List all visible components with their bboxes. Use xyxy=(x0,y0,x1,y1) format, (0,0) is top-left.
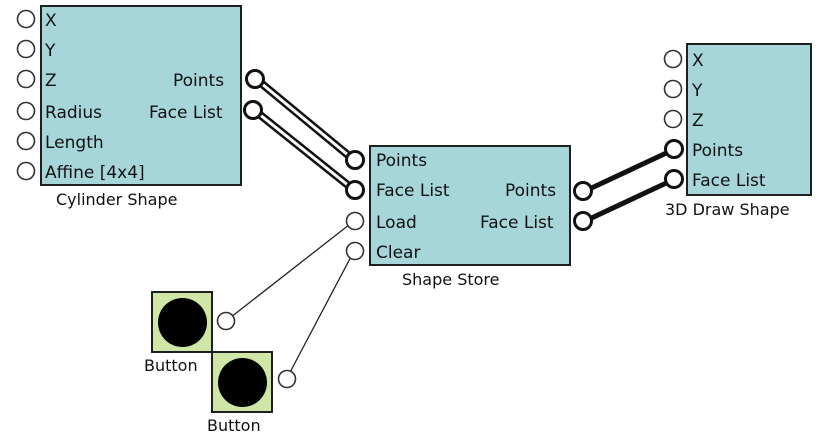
store-pin-points-in[interactable] xyxy=(345,150,365,170)
draw-pin-x[interactable] xyxy=(663,49,683,69)
cylinder-shape-title: Cylinder Shape xyxy=(56,190,178,209)
wire-store-facelist-to-draw-facelist[interactable] xyxy=(581,175,679,225)
cylinder-pin-length[interactable] xyxy=(16,131,36,151)
wire-button2-to-store-clear[interactable] xyxy=(286,250,355,379)
button-block-2[interactable] xyxy=(211,351,273,413)
cylinder-pin-z[interactable] xyxy=(16,69,36,89)
button-2-title: Button xyxy=(207,416,261,435)
button-1-title: Button xyxy=(144,356,198,375)
cylinder-pin-facelist-out[interactable] xyxy=(243,100,263,120)
button-1-pin-out[interactable] xyxy=(216,311,236,331)
cylinder-pin-radius[interactable] xyxy=(16,101,36,121)
cylinder-pin-affine[interactable] xyxy=(16,161,36,181)
store-input-clear-label: Clear xyxy=(376,243,421,263)
store-pin-facelist-in[interactable] xyxy=(345,180,365,200)
3d-draw-shape-block[interactable] xyxy=(686,43,812,196)
wire-store-points-to-draw-points[interactable] xyxy=(581,145,679,195)
draw-pin-y[interactable] xyxy=(663,79,683,99)
cylinder-output-points-label: Points xyxy=(173,71,225,91)
store-input-load-label: Load xyxy=(376,213,417,233)
draw-input-z-label: Z xyxy=(692,111,704,131)
cylinder-pin-x[interactable] xyxy=(16,9,36,29)
cylinder-output-facelist-label: Face List xyxy=(149,103,223,123)
wire-button1-to-store-load[interactable] xyxy=(225,220,355,322)
cylinder-input-length-label: Length xyxy=(45,133,104,153)
draw-input-y-label: Y xyxy=(692,81,703,101)
cylinder-pin-points-out[interactable] xyxy=(245,69,265,89)
store-pin-points-out[interactable] xyxy=(573,181,593,201)
store-output-facelist-label: Face List xyxy=(480,213,554,233)
3d-draw-shape-title: 3D Draw Shape xyxy=(665,200,790,219)
cylinder-input-radius-label: Radius xyxy=(45,103,103,123)
button-2-pin-out[interactable] xyxy=(277,369,297,389)
store-input-points-label: Points xyxy=(376,151,428,171)
cylinder-input-z-label: Z xyxy=(45,71,57,91)
cylinder-shape-block[interactable] xyxy=(40,5,242,186)
cylinder-input-affine-label: Affine [4x4] xyxy=(45,163,145,183)
button-1-knob[interactable] xyxy=(158,298,207,347)
button-block-1[interactable] xyxy=(151,291,213,353)
draw-pin-facelist[interactable] xyxy=(664,169,684,189)
cylinder-input-x-label: X xyxy=(45,11,57,31)
button-2-knob[interactable] xyxy=(218,358,267,407)
store-input-facelist-label: Face List xyxy=(376,181,450,201)
draw-input-facelist-label: Face List xyxy=(692,171,766,191)
cylinder-pin-y[interactable] xyxy=(16,39,36,59)
draw-input-x-label: X xyxy=(692,51,704,71)
draw-pin-points[interactable] xyxy=(664,139,684,159)
store-pin-clear[interactable] xyxy=(345,241,365,261)
store-output-points-label: Points xyxy=(505,181,557,201)
store-pin-facelist-out[interactable] xyxy=(573,211,593,231)
cylinder-input-y-label: Y xyxy=(45,41,56,61)
draw-input-points-label: Points xyxy=(692,141,744,161)
shape-store-block[interactable] xyxy=(369,145,571,266)
draw-pin-z[interactable] xyxy=(663,109,683,129)
store-pin-load[interactable] xyxy=(345,211,365,231)
shape-store-title: Shape Store xyxy=(402,270,500,289)
